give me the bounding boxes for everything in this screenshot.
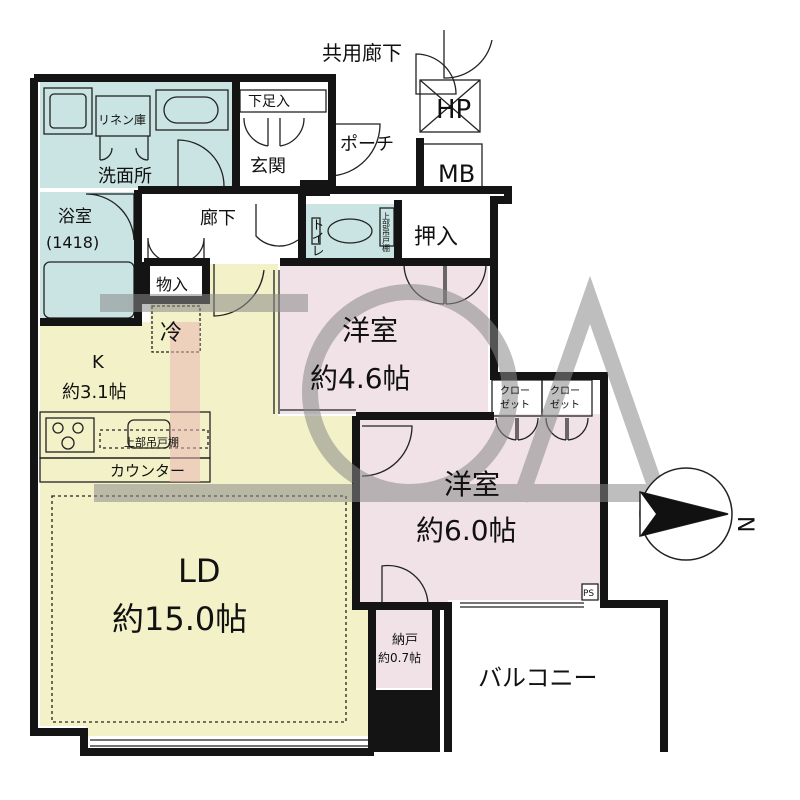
cooktop (45, 417, 95, 453)
label-washroom: 洗面所 (98, 166, 152, 187)
room-labels: 共用廊下 HP MB ポーチ 下足入 玄関 リネン庫 洗面所 浴室 (1418)… (46, 41, 598, 692)
label-mb: MB (438, 160, 475, 188)
washroom-area (40, 82, 232, 188)
label-western1: 洋室 (342, 314, 398, 347)
oshiire-area (400, 204, 488, 262)
washbasin-bowl (163, 96, 219, 124)
north-label: N (732, 516, 757, 532)
toilet-tank (311, 217, 321, 245)
hp-box (419, 79, 481, 133)
label-closet-b-1: クロー (550, 385, 580, 397)
ps-box (581, 583, 599, 601)
label-entrance: 玄関 (250, 156, 286, 177)
label-common-corridor: 共用廊下 (322, 41, 402, 65)
label-kitchen-size: 約3.1帖 (62, 382, 127, 403)
label-linen: リネン庫 (98, 113, 146, 127)
label-fridge: 冷 (160, 321, 182, 346)
washroom-door (177, 139, 225, 187)
label-porch: ポーチ (340, 134, 394, 155)
label-counter: カウンター (110, 462, 185, 480)
wall-block-entrance (300, 180, 330, 196)
entrance-area (236, 86, 328, 186)
label-oshiire: 押入 (414, 225, 458, 250)
label-western2: 洋室 (444, 468, 500, 501)
linen-cabinet (95, 95, 151, 137)
label-closet-b-2: ゼット (550, 399, 580, 411)
label-toilet-cabinet: 上部吊戸棚 (382, 212, 391, 253)
toilet-bowl (327, 218, 373, 244)
label-ld-size: 約15.0帖 (112, 600, 247, 638)
label-corridor: 廊下 (200, 208, 236, 229)
label-balcony: バルコニー (478, 664, 598, 692)
label-closet-a-2: ゼット (500, 399, 530, 411)
label-closet-a-1: クロー (500, 385, 530, 397)
label-upper-cabinet: 上部吊戸棚 (124, 435, 179, 449)
compass: N (639, 467, 757, 561)
label-western1-size: 約4.6帖 (310, 362, 411, 395)
western2-area (360, 414, 600, 606)
balcony-area (450, 608, 654, 744)
label-bathroom: 浴室 (58, 207, 92, 227)
label-bath-size: (1418) (46, 233, 99, 252)
label-ps: PS (583, 589, 594, 599)
watermark-logo (94, 275, 668, 503)
entrance-door (329, 123, 381, 177)
washing-machine-pan (43, 87, 93, 135)
label-toilet: トイレ (309, 218, 324, 257)
label-kitchen: K (92, 352, 105, 373)
label-nando-size: 約0.7帖 (378, 650, 421, 665)
label-western2-size: 約6.0帖 (416, 514, 517, 547)
washbasin-counter (155, 89, 229, 131)
label-shoe-closet: 下足入 (248, 94, 290, 110)
corridor-area (142, 196, 304, 262)
counter-bar (39, 457, 211, 483)
label-storage: 物入 (156, 275, 188, 294)
toilet-area (306, 204, 398, 258)
wall-column (376, 690, 436, 752)
nando-area (376, 608, 432, 688)
label-nando: 納戸 (392, 633, 418, 648)
upper-cabinet-line (99, 429, 209, 449)
label-ld: LD (178, 552, 220, 590)
label-hp: HP (436, 95, 471, 125)
walls (30, 74, 668, 756)
